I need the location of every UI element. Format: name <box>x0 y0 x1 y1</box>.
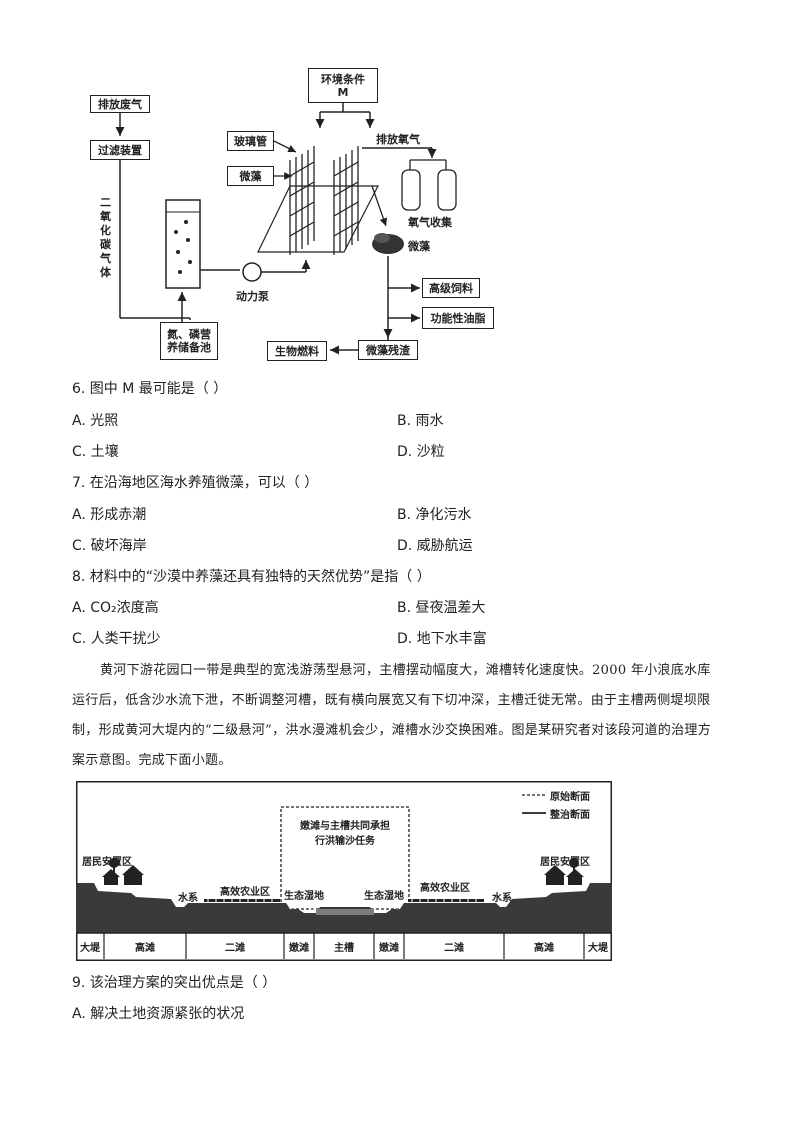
question-9-option-a[interactable]: A. 解决土地资源紧张的状况 <box>72 1006 245 1022</box>
question-6-stem: 6. 图中 M 最可能是（ ） <box>72 381 228 397</box>
question-8-option-a[interactable]: A. CO₂浓度高 <box>72 600 159 616</box>
zone-label: 嫩滩 <box>379 943 399 954</box>
zone-label: 大堤 <box>588 943 608 954</box>
question-6-option-b[interactable]: B. 雨水 <box>397 413 444 429</box>
question-7-stem: 7. 在沿海地区海水养殖微藻，可以（ ） <box>72 475 319 491</box>
functional-oil-box: 功能性油脂 <box>422 307 494 329</box>
zone-label: 高滩 <box>534 943 554 954</box>
nutrient-pool-line1: 氮、磷营 <box>167 328 211 341</box>
env-condition-line1: 环境条件 <box>321 72 365 86</box>
microalgae-diagram: 排放废气 过滤装置 二氧化碳气体 环境条件 M 玻璃管 微藻 排放氧气 氧气收集… <box>0 0 794 372</box>
microalgae-output-label: 微藻 <box>408 240 430 253</box>
question-6-option-d[interactable]: D. 沙粒 <box>397 444 445 460</box>
oxygen-exhaust-label: 排放氧气 <box>376 133 420 146</box>
callout-line1: 嫩滩与主槽共同承担 <box>300 821 390 832</box>
nutrient-pool-box: 氮、磷营 养储备池 <box>160 322 218 360</box>
water-left-label: 水系 <box>178 893 198 904</box>
question-8-option-c[interactable]: C. 人类干扰少 <box>72 631 161 647</box>
legend-original-label: 原始断面 <box>550 792 590 803</box>
agri-right-label: 高效农业区 <box>420 883 470 894</box>
oxygen-collection-label: 氧气收集 <box>408 216 452 229</box>
algae-residue-box: 微藻残渣 <box>358 340 418 360</box>
microalgae-diagram-lines <box>115 103 457 355</box>
exhaust-gas-box: 排放废气 <box>90 95 150 113</box>
legend-managed-label: 整治断面 <box>550 810 590 821</box>
wetland-left-label: 生态湿地 <box>284 891 324 902</box>
zone-label: 二滩 <box>444 943 464 954</box>
question-7-option-a[interactable]: A. 形成赤潮 <box>72 507 147 523</box>
question-8-option-d[interactable]: D. 地下水丰富 <box>397 631 487 647</box>
co2-gas-label: 二氧化碳气体 <box>100 196 111 279</box>
callout-line2: 行洪输沙任务 <box>315 836 375 847</box>
resettlement-right-label: 居民安置区 <box>540 857 590 868</box>
pump-label: 动力泵 <box>236 290 269 303</box>
river-section-svg <box>76 781 612 961</box>
question-6-option-a[interactable]: A. 光照 <box>72 413 119 429</box>
env-condition-line2: M <box>337 85 349 99</box>
zone-label: 大堤 <box>80 943 100 954</box>
passage-text: 黄河下游花园口一带是典型的宽浅游荡型悬河，主槽摆动幅度大，滩槽转化速度快。200… <box>72 663 711 768</box>
wetland-right-label: 生态湿地 <box>364 891 404 902</box>
question-7-option-c[interactable]: C. 破坏海岸 <box>72 538 147 554</box>
zone-label: 嫩滩 <box>289 943 309 954</box>
question-7-option-d[interactable]: D. 威胁航运 <box>397 538 473 554</box>
glass-tube-box: 玻璃管 <box>227 131 274 151</box>
question-8-stem: 8. 材料中的“沙漠中养藻还具有独特的天然优势”是指（ ） <box>72 569 431 585</box>
zone-label: 主槽 <box>334 943 354 954</box>
question-8-option-b[interactable]: B. 昼夜温差大 <box>397 600 486 616</box>
env-condition-box: 环境条件 M <box>308 68 378 103</box>
agri-left-label: 高效农业区 <box>220 887 270 898</box>
zone-label: 高滩 <box>135 943 155 954</box>
microalgae-input-box: 微藻 <box>227 166 274 186</box>
question-7-option-b[interactable]: B. 净化污水 <box>397 507 472 523</box>
high-feed-box: 高级饲料 <box>422 278 480 298</box>
filter-device-box: 过滤装置 <box>90 140 150 160</box>
nutrient-pool-line2: 养储备池 <box>167 341 211 354</box>
water-right-label: 水系 <box>492 893 512 904</box>
river-section-diagram: 原始断面 整治断面 嫩滩与主槽共同承担 行洪输沙任务 居民安置区 居民安置区 水… <box>76 781 612 961</box>
zone-label: 二滩 <box>225 943 245 954</box>
biofuel-box: 生物燃料 <box>267 341 327 361</box>
question-9-stem: 9. 该治理方案的突出优点是（ ） <box>72 975 277 991</box>
resettlement-left-label: 居民安置区 <box>82 857 132 868</box>
question-6-option-c[interactable]: C. 土壤 <box>72 444 119 460</box>
